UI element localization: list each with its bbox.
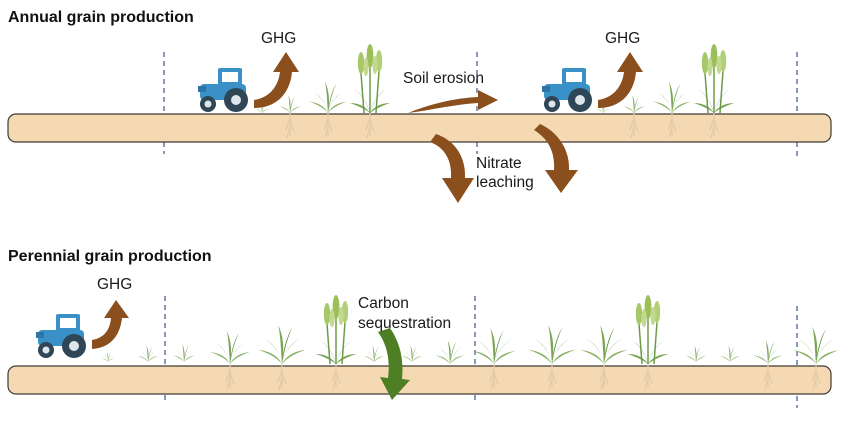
annual-crop-plant [309,81,347,113]
annual-crop-mature [349,43,391,114]
perennial-crop-seedling [364,345,384,362]
perennial-crop-plant [258,325,306,364]
perennial-crop-plant [210,331,250,364]
perennial-crop-seedling [101,351,115,362]
perennial-tractor-icon [36,314,86,358]
annual-crop-seedling [623,95,645,113]
annual-tractor-left-icon [198,68,248,112]
carbon-sequestration-label-line2: sequestration [358,315,452,332]
nitrate-leaching-label-line1: Nitrate [476,155,522,172]
carbon-sequestration-arrow [378,328,410,400]
carbon-sequestration-label-line1: Carbon [358,295,409,312]
perennial-crop-seedling [138,345,158,362]
perennial-crop-plant [753,340,783,364]
perennial-ghg-label: GHG [97,276,133,293]
perennial-crop-plant [472,328,516,364]
annual-ghg-arrow-left [254,52,299,108]
soil-erosion-arrow [408,90,498,113]
nitrate-leaching-label-line2: leaching [476,174,534,191]
perennial-section-title: Perennial grain production [8,248,212,265]
annual-soil-bar [7,113,832,143]
perennial-crop-plant [580,325,628,364]
perennial-ghg-arrow [92,300,129,349]
perennial-crop-plant [793,326,839,364]
perennial-crop-plant [435,340,465,364]
perennial-crop-mature [315,294,357,365]
annual-crop-mature [693,43,735,114]
annual-crop-seedling [279,95,301,113]
nitrate-leaching-arrow-left [430,134,474,203]
annual-section-title: Annual grain production [8,9,194,26]
perennial-soil-bar [7,365,832,395]
perennial-crop-mature [627,294,669,365]
annual-ghg-arrow-right [598,52,643,108]
annual-ghg-label-right: GHG [605,30,641,47]
perennial-crop-seedling [173,344,195,362]
annual-tractor-right-icon [542,68,592,112]
perennial-crop-plant [528,325,576,364]
perennial-crop-seedling [402,345,422,362]
annual-crop-plant [653,81,691,113]
annual-ghg-label-left: GHG [261,30,297,47]
perennial-crop-seedling [720,345,740,362]
nitrate-leaching-arrow-right [534,124,578,193]
soil-erosion-label: Soil erosion [403,70,484,87]
perennial-crop-seedling [686,345,706,362]
